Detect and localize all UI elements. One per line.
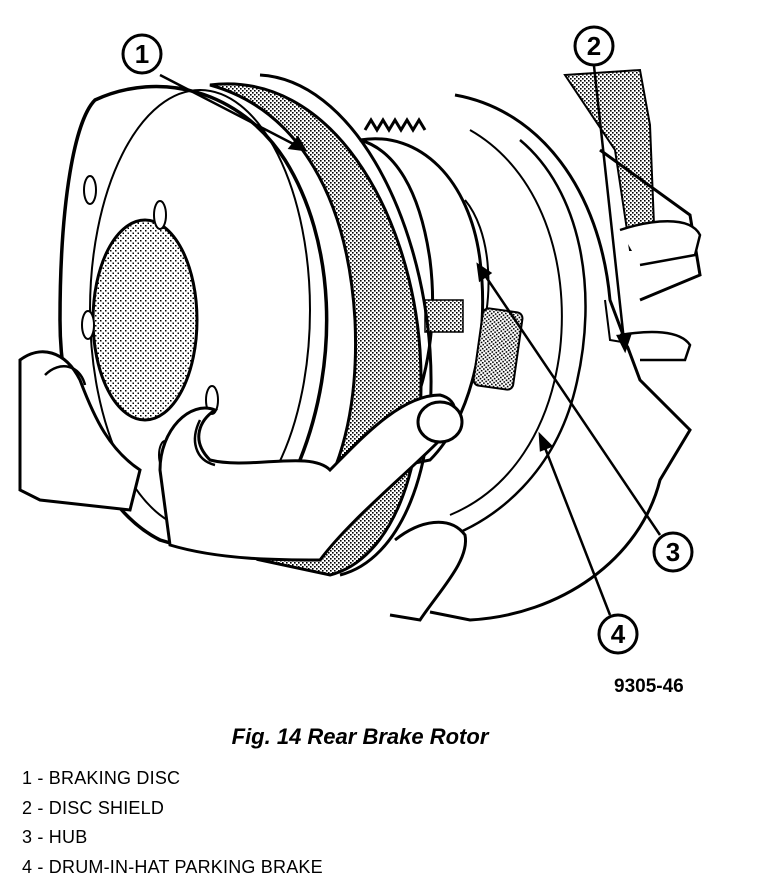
legend-item: 3 - HUB <box>22 827 88 847</box>
legend: 1 - BRAKING DISC 2 - DISC SHIELD 3 - HUB… <box>22 764 323 882</box>
callout-2: 2 <box>573 25 615 67</box>
brake-rotor-illustration: 1 2 3 4 <box>18 25 702 655</box>
callout-4-number: 4 <box>611 619 626 649</box>
callout-1-number: 1 <box>135 39 149 69</box>
figure-code: 9305-46 <box>614 676 684 697</box>
legend-item: 4 - DRUM-IN-HAT PARKING BRAKE <box>22 856 323 877</box>
callout-2-number: 2 <box>587 31 601 61</box>
figure-title: Fig. 14 Rear Brake Rotor <box>231 724 489 749</box>
disc-shield <box>429 93 692 622</box>
legend-item: 2 - DISC SHIELD <box>22 797 165 818</box>
hands <box>18 220 702 622</box>
leader-lines <box>159 65 662 616</box>
callout-1: 1 <box>121 33 163 75</box>
legend-item: 1 - BRAKING DISC <box>22 768 181 788</box>
callout-3: 3 <box>652 531 694 573</box>
callout-3-number: 3 <box>666 537 680 567</box>
callout-4: 4 <box>597 613 639 655</box>
hub <box>359 117 524 473</box>
